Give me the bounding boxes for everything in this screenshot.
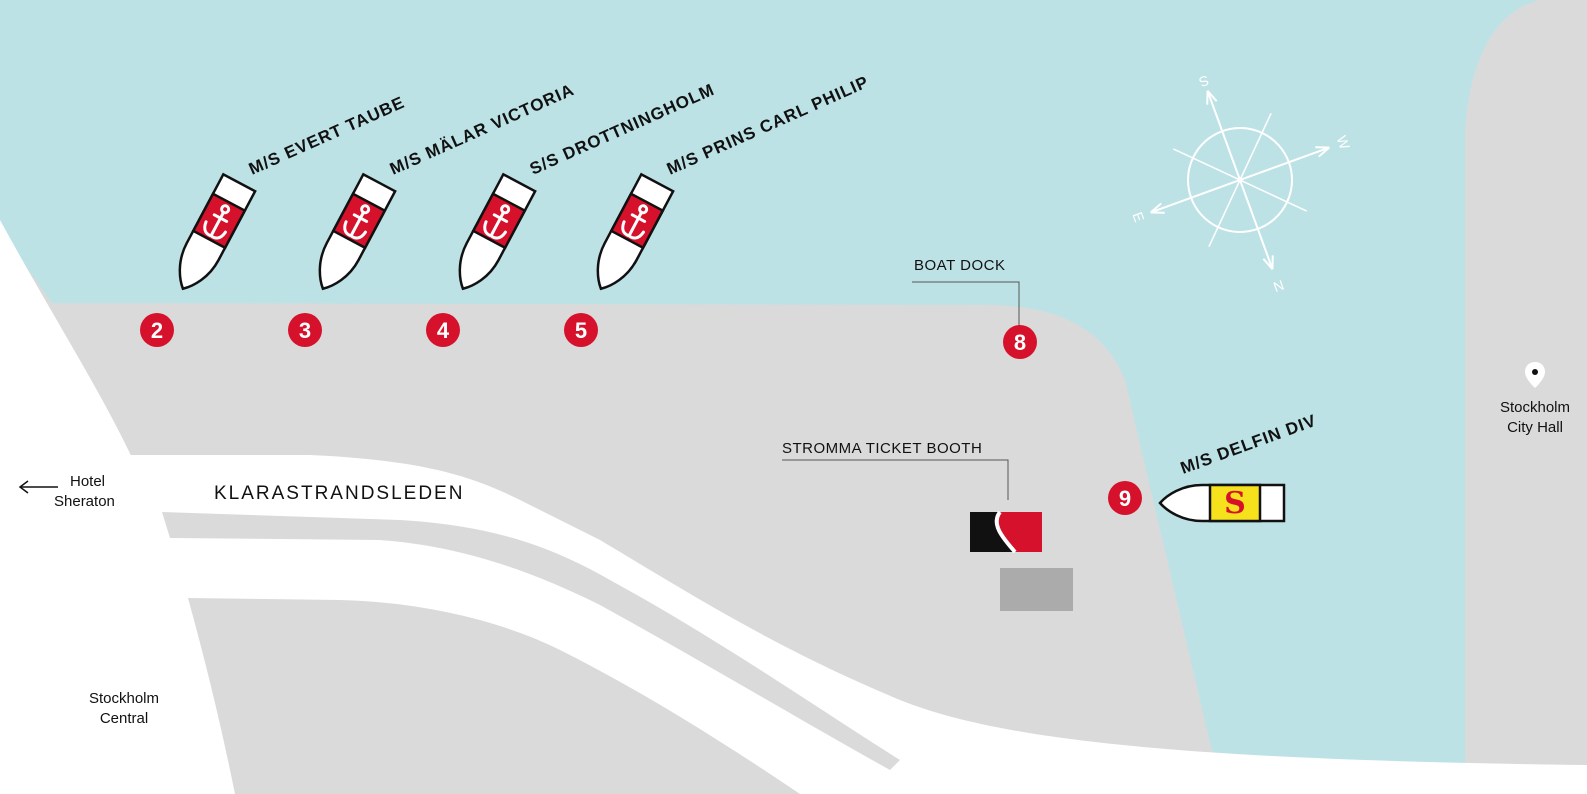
svg-text:4: 4 — [437, 318, 450, 343]
ticket-booth-leader — [782, 459, 1009, 500]
hotel-label-line1: Hotel — [70, 473, 105, 490]
svg-text:9: 9 — [1119, 486, 1131, 511]
arrow-left-icon — [18, 480, 58, 494]
central-label-line2: Central — [100, 710, 148, 727]
road-median-1 — [162, 512, 900, 770]
stromma-s-icon: S — [1224, 486, 1246, 521]
svg-text:2: 2 — [151, 318, 163, 343]
central-label-line1: Stockholm — [89, 690, 159, 707]
svg-text:3: 3 — [299, 318, 311, 343]
ticket-booth-label: STROMMA TICKET BOOTH — [782, 440, 982, 457]
city-hall-land — [1465, 0, 1587, 794]
street-name: KLARASTRANDSLEDEN — [214, 483, 464, 504]
city-hall-label-line1: Stockholm — [1500, 399, 1570, 416]
boat-dock-label: BOAT DOCK — [914, 257, 1005, 274]
boat-dock-leader — [912, 281, 1020, 325]
boat-delfin-div[interactable]: S — [1158, 483, 1286, 523]
berth-pin-9[interactable]: 9 — [1108, 481, 1142, 515]
anchor-icon — [343, 204, 371, 240]
anchor-icon — [621, 204, 649, 240]
svg-text:8: 8 — [1014, 330, 1026, 355]
left-land — [0, 220, 150, 500]
boat-evert-taube[interactable] — [167, 172, 257, 297]
berth-pin-2[interactable]: 2 — [140, 313, 174, 347]
stromma-logo-icon[interactable] — [970, 510, 1042, 554]
road-bottom — [880, 760, 1587, 794]
boat-drottningholm[interactable] — [447, 172, 537, 297]
svg-text:5: 5 — [575, 318, 587, 343]
berth-pin-5[interactable]: 5 — [564, 313, 598, 347]
boat-prins-carl-philip[interactable] — [585, 172, 675, 297]
ticket-booth-building — [1000, 568, 1073, 611]
berth-pin-3[interactable]: 3 — [288, 313, 322, 347]
location-pin-icon — [1525, 362, 1545, 388]
berth-pin-8[interactable]: 8 — [1003, 325, 1037, 359]
anchor-icon — [483, 204, 511, 240]
hotel-label-line2: Sheraton — [54, 493, 115, 510]
berth-pin-4[interactable]: 4 — [426, 313, 460, 347]
road-median-2 — [188, 598, 800, 794]
anchor-icon — [203, 204, 231, 240]
compass-rose: S N E W — [1129, 72, 1354, 295]
boat-malar-victoria[interactable] — [307, 172, 397, 297]
city-hall-label-line2: City Hall — [1507, 419, 1563, 436]
compass-w: W — [1334, 133, 1354, 152]
